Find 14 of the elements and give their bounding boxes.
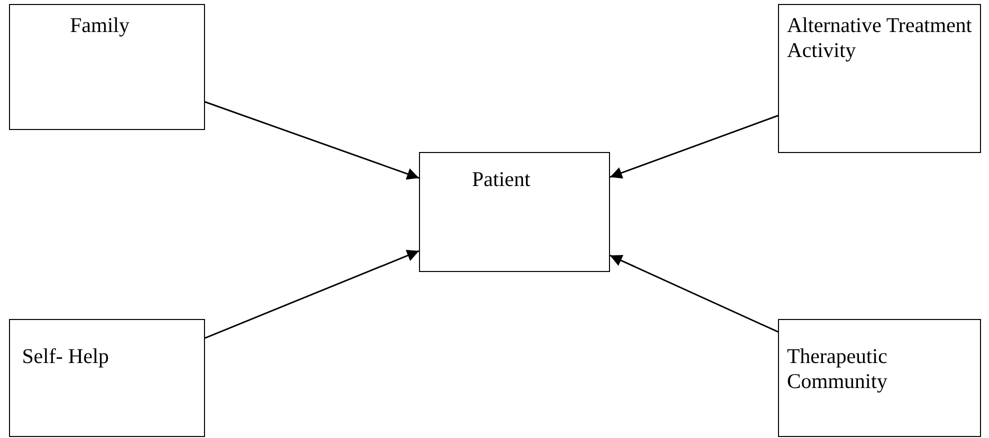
box-label: Alternative Treatment Activity xyxy=(787,13,973,63)
text-box xyxy=(778,4,981,153)
arrow xyxy=(610,114,778,179)
box-label: Therapeutic Community xyxy=(787,344,888,394)
arrow xyxy=(204,250,420,339)
text-box xyxy=(778,319,981,437)
box-label: Family xyxy=(70,13,131,38)
box-label: Self- Help xyxy=(22,344,110,369)
arrow xyxy=(204,101,420,180)
arrow xyxy=(610,254,778,333)
box-label: Patient xyxy=(472,167,532,192)
text-box xyxy=(9,319,205,437)
text-box xyxy=(9,4,205,130)
text-box xyxy=(419,152,610,272)
